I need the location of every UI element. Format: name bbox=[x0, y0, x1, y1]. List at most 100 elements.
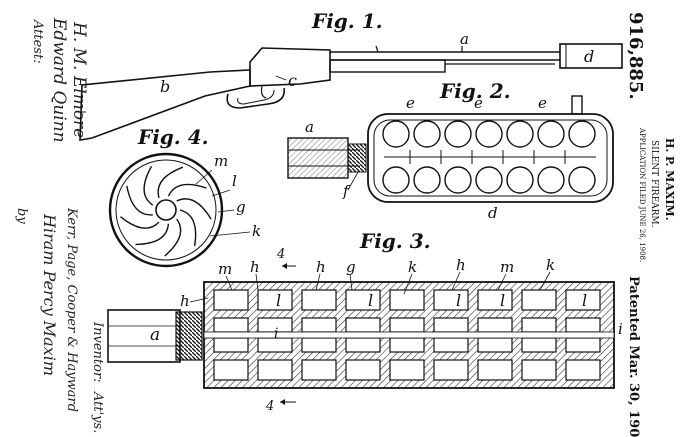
fig3-chamber bbox=[213, 289, 249, 311]
fig3-label-h1: h bbox=[250, 258, 260, 276]
fig4-vane bbox=[126, 185, 153, 216]
fig3-label-m2: m bbox=[500, 258, 514, 276]
rifle-stock bbox=[79, 69, 251, 141]
fig3-chamber bbox=[389, 289, 425, 311]
fig3-chamber bbox=[521, 337, 557, 353]
patent-number: 916,885. bbox=[625, 12, 646, 100]
fig2-silencer-body bbox=[367, 113, 614, 203]
fig3-chamber bbox=[521, 317, 557, 333]
fig3-label-h-left: h bbox=[180, 292, 190, 310]
fig4-vane bbox=[157, 166, 184, 199]
inventor-name-caps: H. P. MAXIM. bbox=[663, 138, 676, 221]
fig4-vane bbox=[176, 198, 212, 220]
fig2-label-e1: e bbox=[406, 94, 415, 112]
fig3-label-i-mid: i bbox=[274, 326, 278, 342]
fig3-chamber bbox=[301, 317, 337, 333]
fig3-chambers bbox=[203, 289, 615, 381]
fig4-vane bbox=[143, 166, 154, 206]
fig4-label-l: l bbox=[232, 172, 237, 190]
fig3-chamber bbox=[257, 359, 293, 381]
fig2-label-e2: e bbox=[474, 94, 483, 112]
fig2-label-e3: e bbox=[538, 94, 547, 112]
fig3-label-k2: k bbox=[546, 256, 555, 274]
fig4: Fig. 4. m l g k bbox=[108, 125, 261, 268]
fig4-spiral-vanes bbox=[120, 166, 212, 257]
fig3-label-l5: l bbox=[582, 291, 587, 310]
fig1: Fig. 1. a b c d bbox=[79, 9, 623, 141]
rifle-receiver bbox=[249, 47, 331, 87]
fig3-label-h3: h bbox=[456, 256, 466, 274]
fig3-chamber bbox=[389, 337, 425, 353]
fig3-chamber bbox=[301, 289, 337, 311]
fig3-chamber bbox=[433, 317, 469, 333]
fig3-label-l2: l bbox=[368, 291, 373, 310]
fig3-chamber bbox=[565, 289, 601, 311]
fig2-title: Fig. 2. bbox=[439, 79, 511, 103]
fig3-chamber bbox=[389, 359, 425, 381]
fig3-label-h2: h bbox=[316, 258, 326, 276]
fig3-chamber bbox=[345, 289, 381, 311]
fig3-threads bbox=[175, 311, 203, 361]
witness-signature-1: Edward Quinn bbox=[49, 17, 69, 143]
fig4-vane bbox=[135, 223, 170, 246]
fig2-label-a: a bbox=[305, 118, 314, 136]
fig3-label-k1: k bbox=[408, 258, 417, 276]
inventor-block: by Hiram Percy Maxim Kerr, Page, Cooper … bbox=[14, 207, 105, 433]
fig2-label-d: d bbox=[488, 204, 498, 222]
fig2-discs-bottom bbox=[382, 166, 596, 194]
fig3-label-l3: l bbox=[456, 291, 461, 310]
rifle-lever bbox=[226, 87, 285, 109]
fig3-chamber bbox=[213, 359, 249, 381]
fig3-chamber bbox=[213, 337, 249, 353]
attys-label: Att'ys. bbox=[90, 391, 105, 433]
inventor-signature: Hiram Percy Maxim bbox=[40, 213, 59, 376]
fig2-label-f: f bbox=[342, 182, 351, 200]
fig1-title: Fig. 1. bbox=[311, 9, 383, 33]
fig3-chamber bbox=[345, 359, 381, 381]
fig3-label-l1: l bbox=[276, 291, 281, 310]
fig4-vane bbox=[179, 209, 197, 247]
fig3-label-l4: l bbox=[500, 291, 505, 310]
fig3-chamber bbox=[433, 289, 469, 311]
attorneys-signature: Kerr, Page, Cooper & Hayward bbox=[64, 207, 79, 412]
fig3-label-a: a bbox=[150, 325, 160, 345]
fig3-section-mark-top: 4 bbox=[276, 247, 285, 262]
fig4-label-g: g bbox=[236, 198, 246, 216]
fig3-chamber bbox=[345, 317, 381, 333]
fig4-label-k: k bbox=[252, 222, 261, 240]
inventor-label: Inventor: bbox=[90, 321, 105, 383]
fig4-label-m: m bbox=[214, 152, 228, 170]
fig1-label-c: c bbox=[288, 71, 297, 90]
fig3-bore bbox=[203, 331, 615, 339]
fig2: Fig. 2. bbox=[287, 79, 614, 222]
fig3: Fig. 3. 4 4 m h h g k h m k h a i i l l … bbox=[107, 229, 623, 414]
fig3-label-g: g bbox=[346, 258, 356, 276]
fig1-label-d: d bbox=[584, 47, 594, 66]
inventor-by: by bbox=[14, 208, 29, 224]
fig3-chamber bbox=[477, 317, 513, 333]
fig4-vane bbox=[120, 216, 160, 229]
fig4-vane bbox=[164, 218, 182, 257]
attest-label: Attest: bbox=[30, 19, 45, 64]
fig3-chamber bbox=[565, 337, 601, 353]
fig3-label-m1: m bbox=[218, 260, 232, 278]
fig4-title: Fig. 4. bbox=[137, 125, 209, 149]
fig4-outer-ring bbox=[108, 152, 224, 268]
fig3-chamber bbox=[477, 359, 513, 381]
patent-title-caps: SILENT FIREARM. bbox=[649, 140, 659, 228]
fig3-chamber bbox=[301, 337, 337, 353]
fig3-chamber bbox=[301, 359, 337, 381]
fig3-chamber bbox=[389, 317, 425, 333]
fig3-section-mark-bottom: 4 bbox=[265, 399, 274, 414]
fig3-title: Fig. 3. bbox=[359, 229, 431, 253]
patented-date: Patented Mar. 30, 1909. bbox=[626, 276, 641, 437]
application-filed: APPLICATION FILED JUNE 26, 1908. bbox=[638, 127, 646, 262]
fig3-chamber bbox=[345, 337, 381, 353]
fig1-label-a: a bbox=[460, 30, 469, 48]
patent-header: 916,885. H. P. MAXIM. SILENT FIREARM. AP… bbox=[625, 12, 676, 437]
fig3-chamber bbox=[521, 359, 557, 381]
fig3-chamber bbox=[521, 289, 557, 311]
fig3-label-i-right: i bbox=[618, 320, 623, 338]
